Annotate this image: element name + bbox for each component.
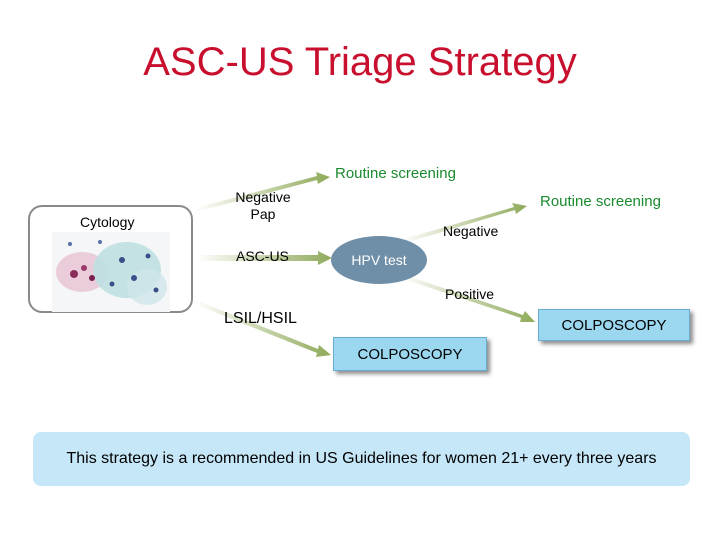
routine-screening-right-label: Routine screening [540, 193, 661, 210]
asc-us-label: ASC-US [236, 248, 289, 264]
colposcopy-right-box: COLPOSCOPY [538, 309, 690, 341]
negative-pap-label: Negative Pap [235, 189, 291, 222]
colposcopy-center-box: COLPOSCOPY [333, 337, 487, 371]
diagram-title: ASC-US Triage Strategy [143, 40, 577, 84]
cytology-label: Cytology [80, 214, 135, 230]
arrow-to-colposcopy-center [194, 300, 331, 357]
guideline-note-text: This strategy is a recommended in US Gui… [66, 450, 657, 467]
arrow-to-routine-top [195, 172, 330, 212]
colposcopy-right-label: COLPOSCOPY [561, 316, 667, 334]
pap-smear-image-icon [52, 232, 170, 312]
arrow-to-hpv [196, 251, 332, 265]
guideline-note: This strategy is a recommended in US Gui… [33, 432, 690, 486]
arrow-to-routine-right [400, 203, 527, 244]
arrow-to-colposcopy-right [400, 274, 535, 322]
hpv-test-label: HPV test [351, 252, 407, 268]
negative-label: Negative [443, 223, 499, 239]
positive-label: Positive [445, 286, 495, 302]
colposcopy-center-label: COLPOSCOPY [357, 345, 463, 363]
lsil-hsil-label: LSIL/HSIL [224, 310, 297, 327]
routine-screening-top-label: Routine screening [335, 165, 456, 182]
hpv-test-node: HPV test [331, 236, 427, 284]
